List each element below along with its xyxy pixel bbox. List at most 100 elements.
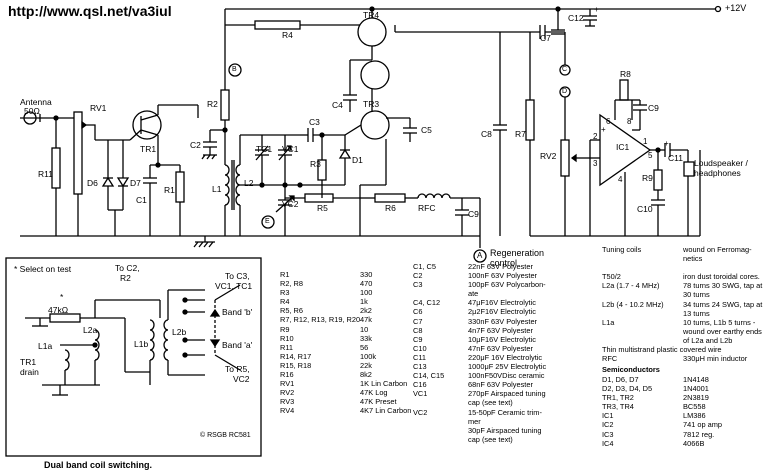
capacitor-value: 4n7F 63V Polyester <box>468 325 533 335</box>
resistor-value: 47K Preset <box>360 397 397 407</box>
semiconductor-ref: IC3 <box>602 429 614 439</box>
resistor-ref: RV3 <box>280 397 295 407</box>
resistor-value: 47K Log <box>360 388 388 398</box>
vc1-label: VC1 <box>282 144 299 154</box>
inset-band-b: Band 'b' <box>222 307 253 317</box>
resistor-ref: R4 <box>280 297 290 307</box>
inset-box <box>5 257 262 457</box>
coil-value: of L2a and L2b <box>683 335 733 345</box>
semiconductor-ref: TR1, TR2 <box>602 393 634 403</box>
capacitor-ref: C16 <box>413 380 427 390</box>
resistor-value: 470 <box>360 279 373 289</box>
capacitor-ref: C4, C12 <box>413 298 441 308</box>
inset-to-r5b: VC2 <box>233 374 250 384</box>
capacitor-value: 22nF 63V Polyester <box>468 262 533 271</box>
inset-star: * <box>60 292 64 302</box>
inset-to-r5: To R5, <box>225 364 250 374</box>
resistor-ref: RV2 <box>280 388 295 398</box>
resistor-value: 10 <box>360 324 369 334</box>
coil-value: 34 turns 24 SWG, tap at <box>683 299 763 309</box>
capacitor-value: 330nF 63V Polyester <box>468 316 538 326</box>
url-text: http://www.qsl.net/va3iul <box>8 3 172 19</box>
coil-value: 78 turns 30 SWG, tap at <box>683 281 763 291</box>
tr3-label: TR3 <box>363 99 380 109</box>
pin2-label: 2 <box>593 132 598 141</box>
resistor-ref: RV1 <box>280 379 295 389</box>
tc1-label: TC1 <box>256 144 273 154</box>
capacitor-value: cap (see text) <box>468 398 513 408</box>
semiconductor-ref: IC1 <box>602 411 614 421</box>
coil-ref: Thin multistrand plastic covered wire <box>602 345 722 355</box>
inset-copyright: © RSGB RC581 <box>200 432 251 439</box>
coil-value: iron dust toroidal cores. <box>683 272 760 282</box>
semiconductor-value: BC558 <box>683 402 706 412</box>
semiconductor-value: 1N4001 <box>683 384 709 394</box>
capacitor-value: 220μF 16V Electrolytic <box>468 352 543 362</box>
d-label: D <box>562 88 568 95</box>
capacitor-value: 47nF 63V Polyester <box>468 343 533 353</box>
r5-label: R5 <box>317 203 328 213</box>
coil-value: 13 turns <box>683 308 710 318</box>
capacitor-ref: C6 <box>413 307 423 317</box>
capacitor-value: 100nF 63V Polyester <box>468 271 538 281</box>
resistor-value: 22k <box>360 360 372 370</box>
capacitor-ref: C8 <box>413 325 423 335</box>
capacitor-ref <box>413 417 444 426</box>
coil-value: 30 turns <box>683 290 710 300</box>
b-label: B <box>232 66 237 73</box>
resistor-ref: RV4 <box>280 406 295 416</box>
r8-label: R8 <box>620 69 631 79</box>
plus-label-3: + <box>664 139 669 148</box>
semiconductor-value: 4066B <box>683 438 705 448</box>
c5-label: C5 <box>421 125 432 135</box>
impedance-label: 50Ω <box>24 106 40 116</box>
semiconductor-value: 7812 reg. <box>683 429 715 439</box>
capacitor-value: 100nF50VDisc ceramic <box>468 371 545 381</box>
resistor-value: 33k <box>360 333 372 343</box>
coil-ref: T50/2 <box>602 272 621 282</box>
diode-clamp <box>94 128 130 236</box>
c8-label: C8 <box>481 129 492 139</box>
r6-label: R6 <box>385 203 396 213</box>
capacitor-value: 30pF Airspaced tuning <box>468 425 542 435</box>
c4-label: C4 <box>332 100 343 110</box>
r11-label: R11 <box>38 169 53 179</box>
r1-label: R1 <box>164 185 175 195</box>
inset-to-c2: To C2, <box>115 263 140 273</box>
r9-label: R9 <box>642 173 653 183</box>
r2-label: R2 <box>207 99 218 109</box>
inset-l2b: L2b <box>172 327 187 337</box>
inset-l1a: L1a <box>38 341 53 351</box>
capacitor-value: 68nF 63V Polyester <box>468 380 533 390</box>
resistor-value: 47k <box>360 315 372 325</box>
c3-label: C3 <box>309 117 320 127</box>
resistor-ref: R14, R17 <box>280 351 312 361</box>
coil-ref: L1a <box>602 317 615 327</box>
resistor-ref: R3 <box>280 288 290 298</box>
coil-value <box>683 345 762 354</box>
c11-label: C11 <box>668 153 683 163</box>
inset-to-c3b: VC1, TC1 <box>215 281 253 291</box>
coil-value <box>683 263 762 272</box>
inset-resistor: 47kΩ <box>48 305 69 315</box>
resistor-value: 8k2 <box>360 370 372 380</box>
capacitor-ref <box>413 426 444 435</box>
ground-bus <box>20 235 480 248</box>
resistor-ref: R5, R6 <box>280 306 304 316</box>
capacitor-value: 2μ2F16V Electrolytic <box>468 307 536 317</box>
inset-l1b: L1b <box>134 339 149 349</box>
c-label: C <box>562 66 568 73</box>
coil-value: netics <box>683 254 703 264</box>
l1-label: L1 <box>212 184 222 194</box>
resistor-ref: R11 <box>280 342 294 352</box>
rv2-label: RV2 <box>540 151 557 161</box>
inset-band-a: Band 'a' <box>222 340 253 350</box>
semiconductor-value: 2N3819 <box>683 393 709 403</box>
rfc-label: RFC <box>418 203 436 213</box>
resistor-ref: R9 <box>280 324 290 334</box>
